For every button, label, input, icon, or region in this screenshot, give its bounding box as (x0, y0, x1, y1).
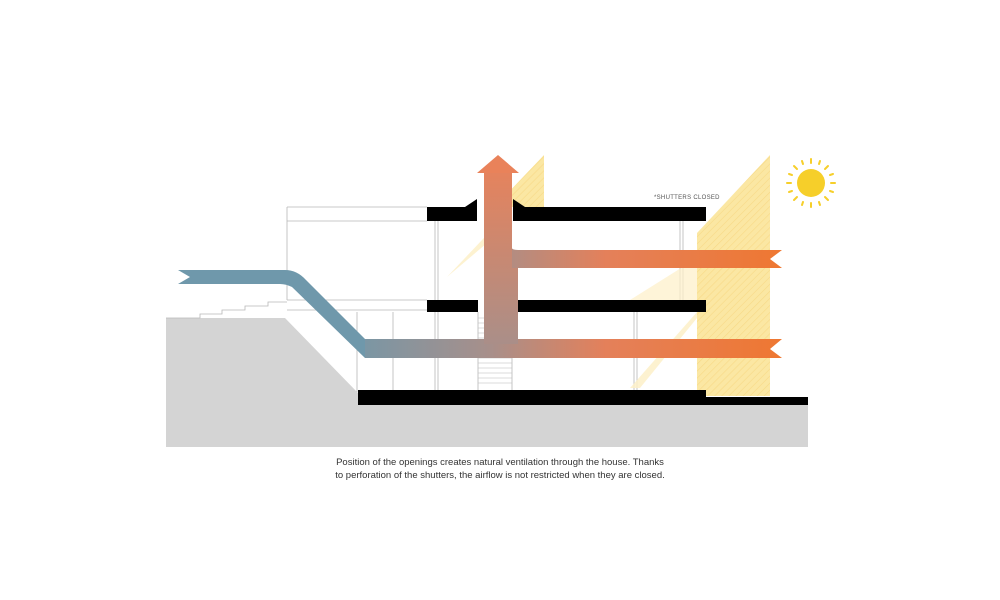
middle-slab-right (513, 300, 706, 312)
roof-slab-right (513, 199, 706, 221)
airflow-upper-stream (512, 248, 782, 268)
diagram-caption: Position of the openings creates natural… (300, 457, 700, 482)
terrace-slab (706, 397, 808, 405)
sunlight-wedge-upper (505, 155, 544, 207)
caption-line-2: to perforation of the shutters, the airf… (335, 469, 665, 481)
shutters-closed-note: *SHUTTERS CLOSED (654, 195, 720, 201)
floor-slabs (358, 199, 808, 405)
middle-slab-left (427, 300, 478, 312)
airflow-intake-arrow (178, 270, 365, 358)
ground-slab (358, 390, 706, 405)
sunlight-wedge-mid (630, 258, 697, 300)
airflow-riser (484, 172, 518, 344)
sun-icon (786, 158, 836, 208)
airflow (178, 155, 782, 358)
roof-slab-left (427, 199, 477, 221)
caption-line-1: Position of the openings creates natural… (336, 457, 664, 468)
airflow-lower-stream (365, 334, 782, 358)
ground-terrain (166, 318, 808, 447)
arrow-up-icon (477, 155, 519, 173)
sunlight-wedge-large (697, 155, 770, 396)
